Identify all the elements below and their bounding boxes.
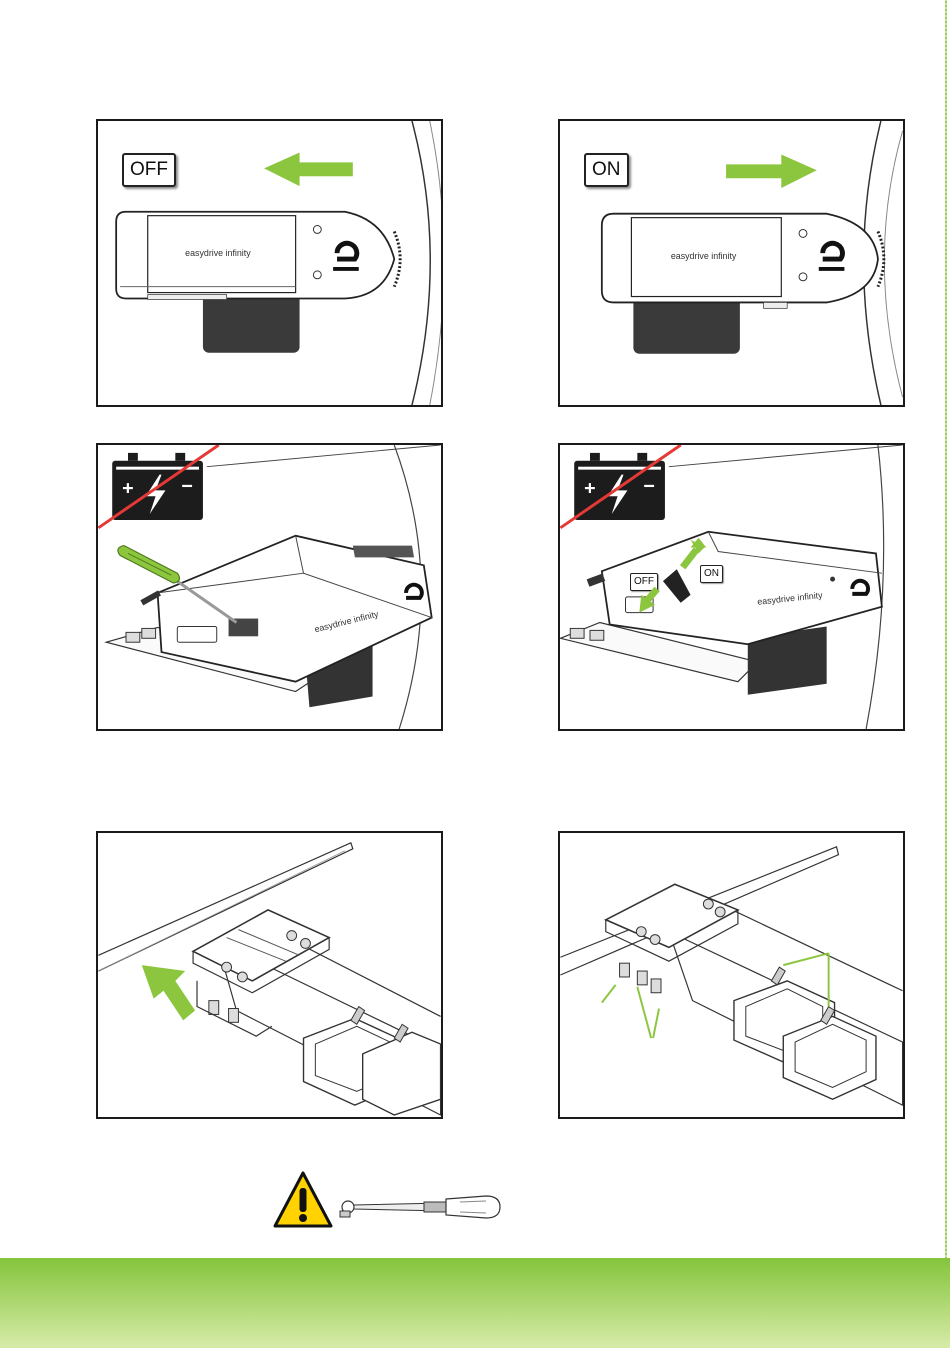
- arrow-left-icon: [98, 121, 441, 405]
- torque-wrench-icon: [336, 1192, 504, 1230]
- panel-tighten-bolts: [558, 831, 905, 1119]
- svg-text:−: −: [643, 475, 655, 497]
- svg-text:+: +: [122, 477, 134, 499]
- footer-band: [0, 1258, 950, 1348]
- panel-bracket-slide: [96, 831, 443, 1119]
- panel-off: easydrive infinity OFF: [96, 119, 443, 407]
- panel-remove-cover: easydrive infinity + −: [96, 443, 443, 731]
- panel-on: easydrive infinity ON: [558, 119, 905, 407]
- warning-icon: [272, 1170, 334, 1230]
- page-edge-dotted-rule: [945, 0, 947, 1258]
- arrow-right-icon: [560, 121, 903, 405]
- bolt-pointer-lines-icon: [560, 833, 903, 1117]
- arrow-up-left-icon: [98, 833, 441, 1117]
- svg-text:−: −: [181, 475, 193, 497]
- battery-icon: + −: [560, 445, 903, 729]
- svg-text:+: +: [584, 477, 596, 499]
- battery-icon: + −: [98, 445, 441, 729]
- panel-switch-lever: easydrive infinity OFF ON + −: [558, 443, 905, 731]
